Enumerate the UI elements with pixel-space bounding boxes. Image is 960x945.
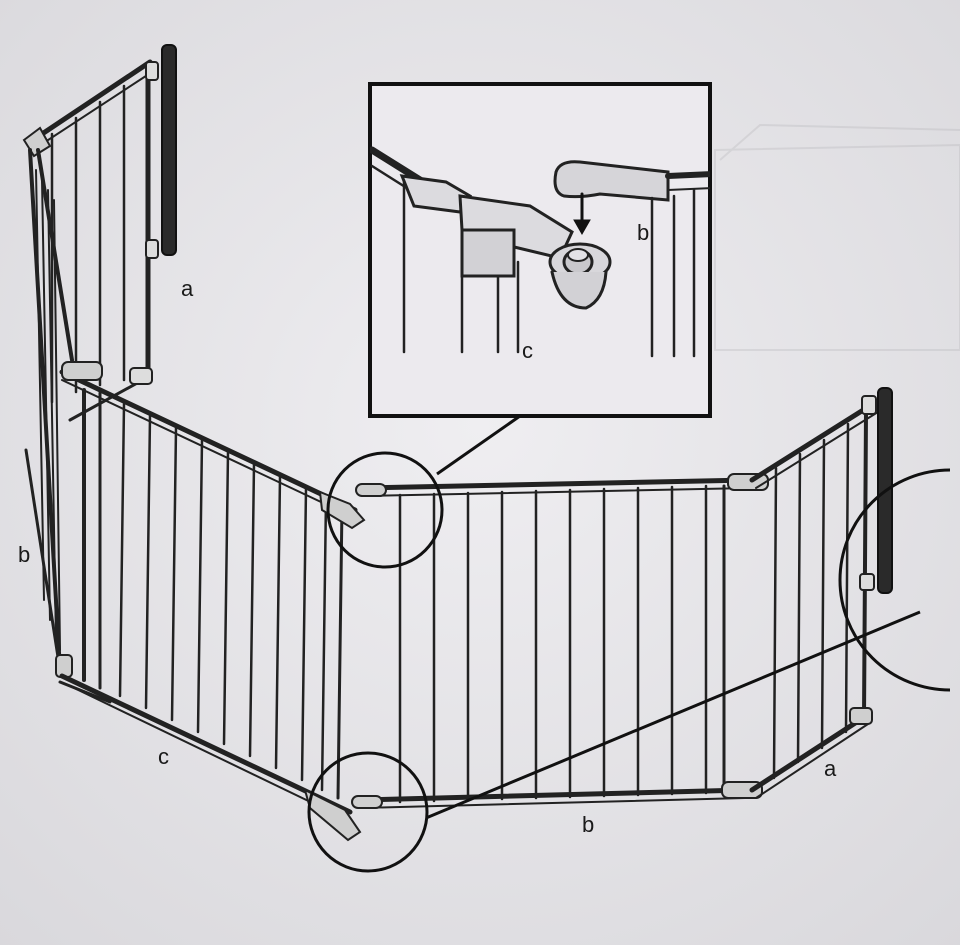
label-bottom-b: b — [582, 812, 594, 837]
inset-label-b: b — [637, 220, 649, 245]
label-right-a: a — [824, 756, 837, 781]
label-left-upper-a: a — [181, 276, 194, 301]
leader-line-bottom — [425, 610, 921, 820]
detail-circle-bottom — [307, 751, 429, 873]
panel-right-side — [749, 387, 893, 799]
leader-line-top — [436, 414, 521, 476]
label-front-c: c — [158, 744, 169, 769]
panel-left-side — [24, 148, 74, 678]
label-left-side-b: b — [18, 542, 30, 567]
inset-label-c: c — [522, 338, 533, 363]
detail-circle-edge — [838, 468, 951, 692]
detail-callouts — [307, 414, 951, 873]
background-print — [714, 123, 960, 351]
panel-left-upper — [22, 44, 177, 422]
inset-detail: b c — [368, 82, 712, 418]
panel-front-left — [58, 361, 366, 842]
detail-circle-top — [326, 451, 444, 569]
